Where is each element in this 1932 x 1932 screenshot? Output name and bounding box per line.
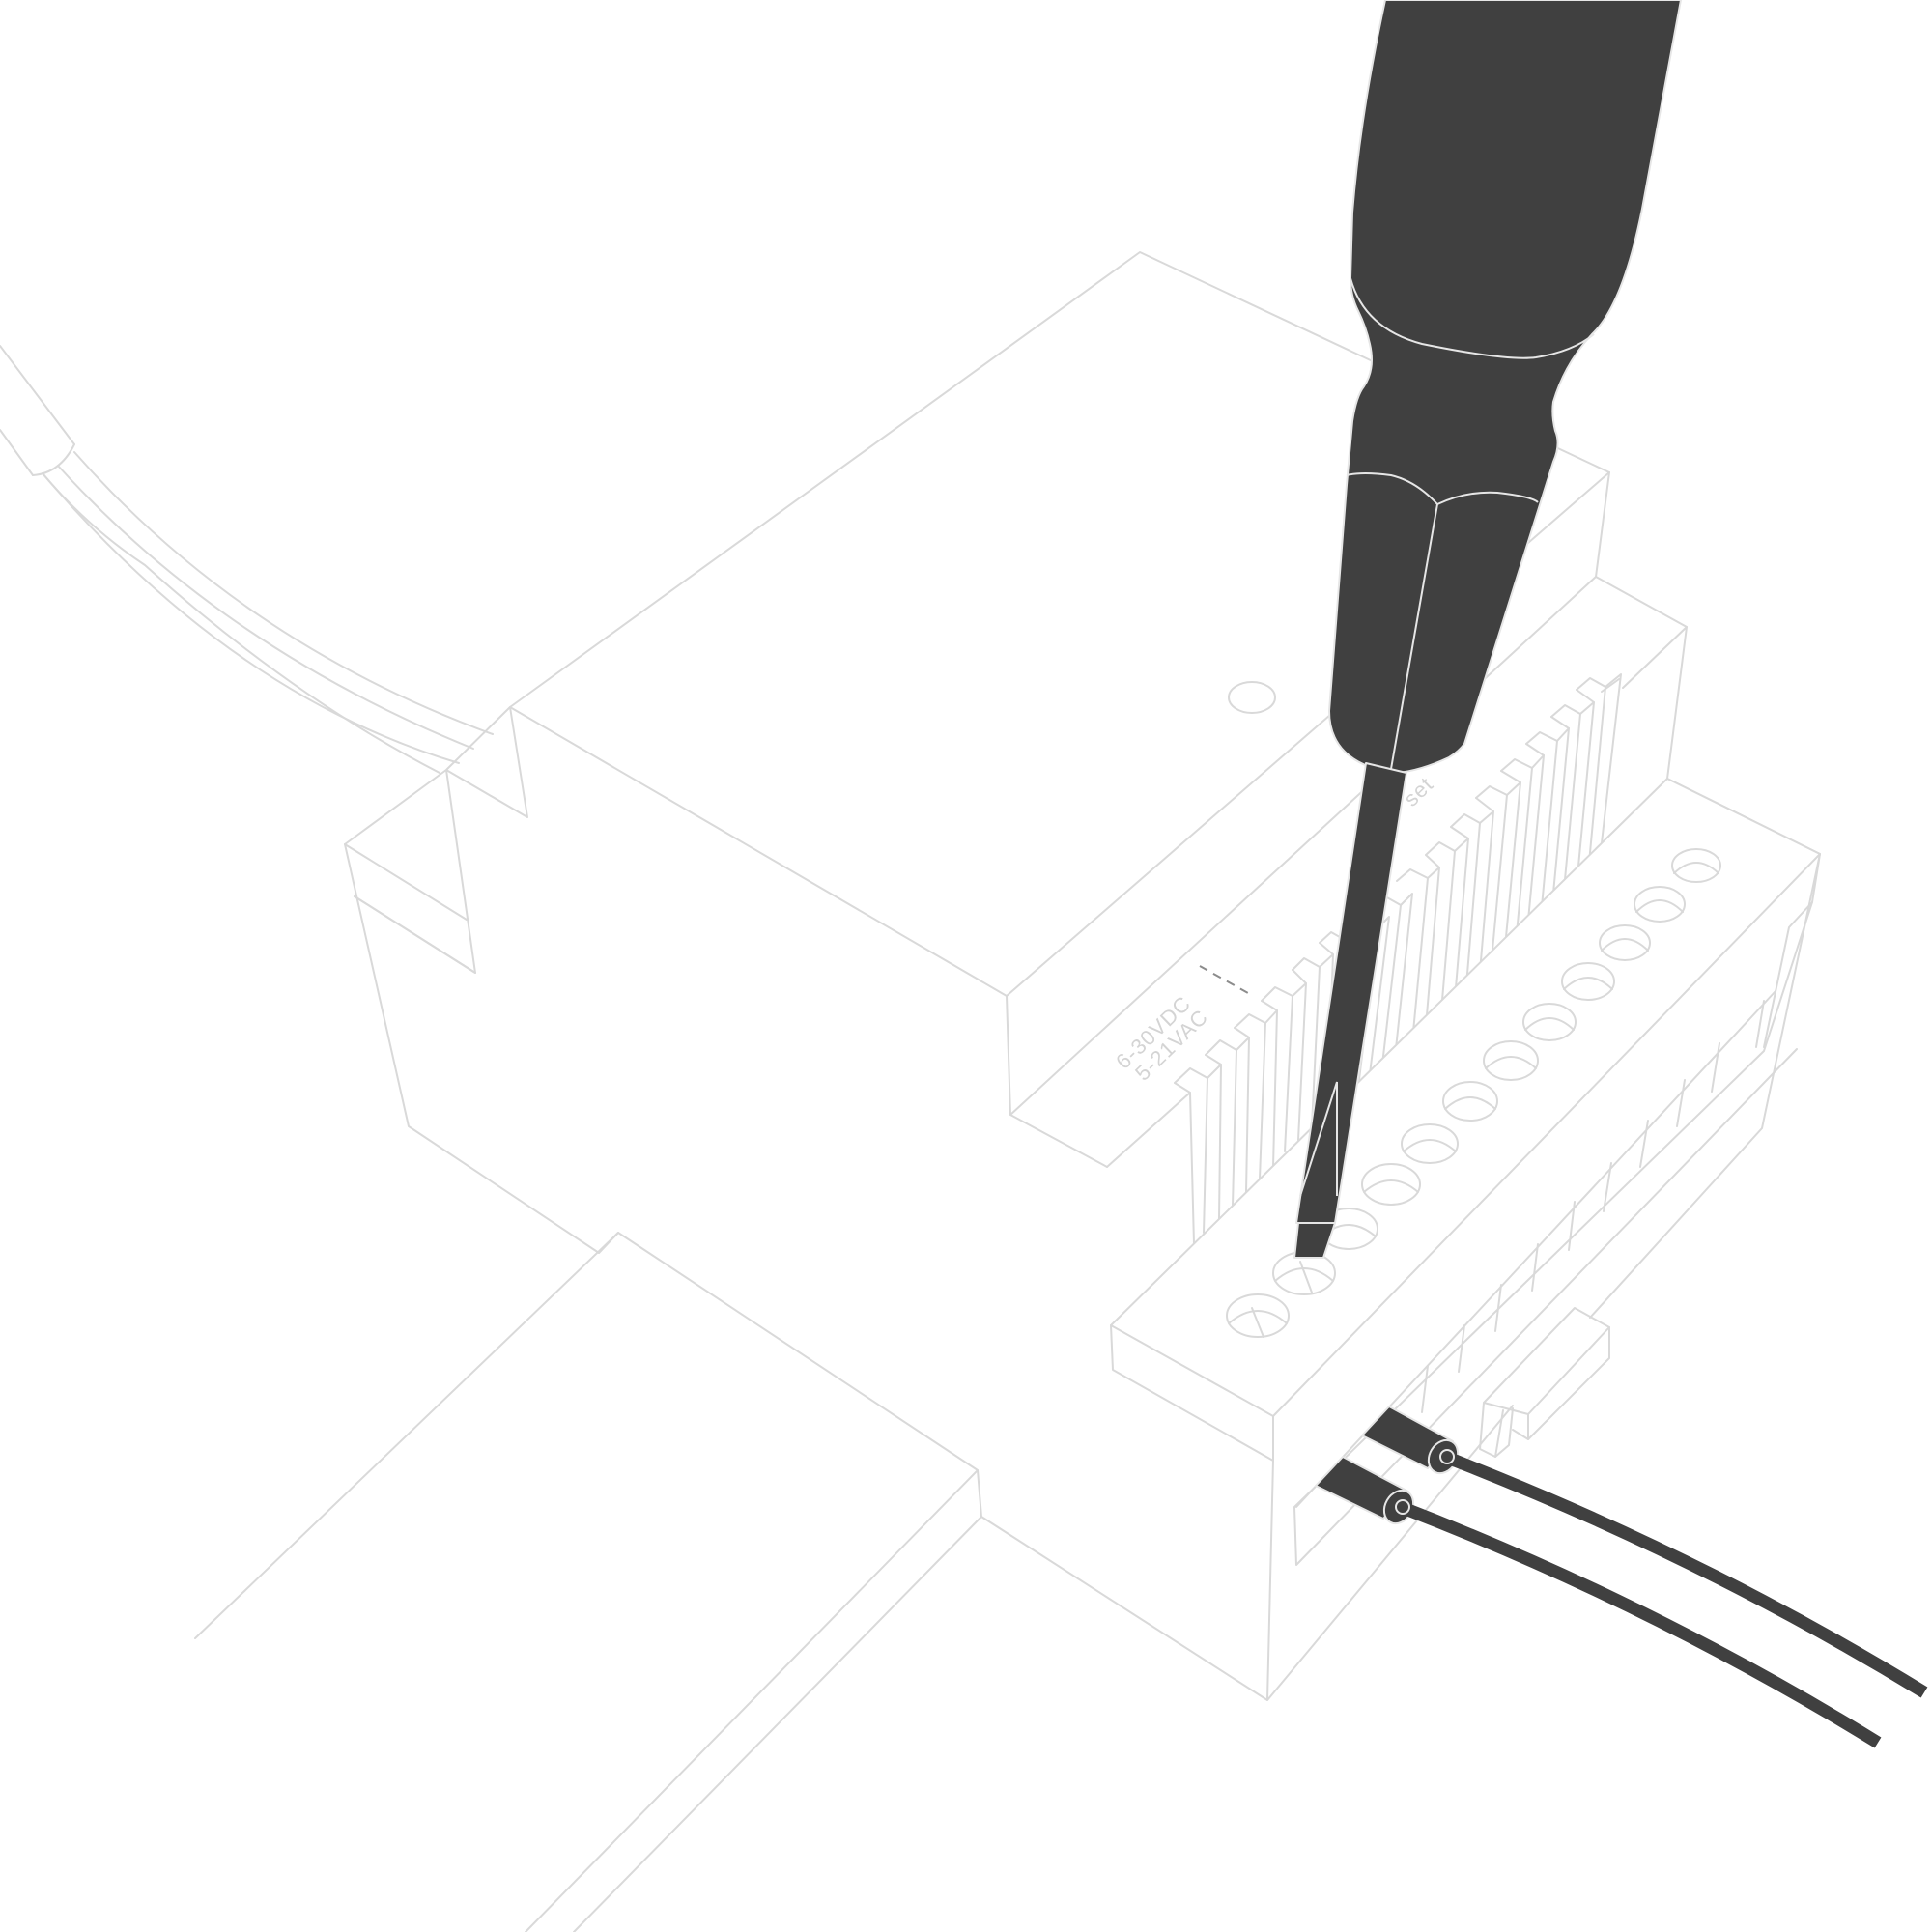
terminal-fins [1106,673,1622,1245]
screw-terminal[interactable] [1522,1003,1577,1041]
screw-terminal[interactable] [1442,1081,1498,1122]
screw-terminal[interactable] [1483,1040,1539,1081]
ribbon-cable [0,345,494,774]
wire-upper [1361,1406,1928,1698]
screw-terminal[interactable] [1671,848,1721,883]
screw-terminal[interactable] [1561,962,1615,1001]
led-indicator [1228,681,1276,714]
screw-terminal[interactable] [1401,1123,1459,1164]
screwdriver[interactable] [1293,0,1682,1259]
screw-terminal[interactable] [1226,1293,1290,1338]
base-housing [194,1232,1268,1932]
terminal-block [1110,778,1821,1701]
dashed-marker [1199,965,1249,994]
wires [1315,1406,1928,1748]
screw-terminal[interactable] [1361,1163,1421,1206]
screw-terminal[interactable] [1634,886,1686,923]
wire-lower [1315,1456,1882,1748]
screw-terminal[interactable] [1599,924,1651,961]
screwdriver-handle [1328,0,1682,774]
screw-terminals [1226,848,1721,1338]
mounting-bracket [344,706,600,1254]
device-housing [509,251,1821,1319]
screwdriver-tip [1293,1222,1336,1259]
